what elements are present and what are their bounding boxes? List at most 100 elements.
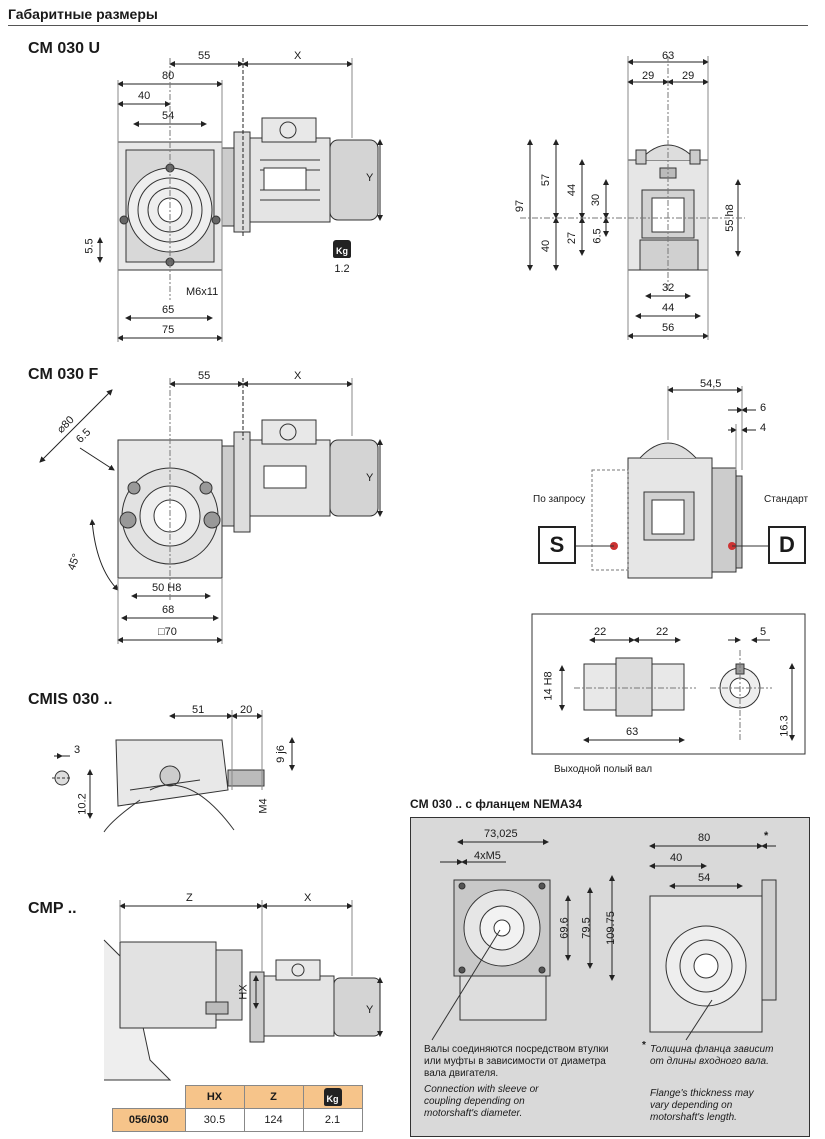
table-cell-hx: 30.5 xyxy=(184,1108,245,1132)
dim-label: 32 xyxy=(662,282,675,294)
spec-table: HX Z Kg 056/030 30.5 124 2.1 xyxy=(112,1085,363,1132)
dim-label: 27 xyxy=(566,231,579,245)
dim-label: 80 xyxy=(698,832,711,844)
nema-note-en: Connection with sleeve or coupling depen… xyxy=(424,1084,539,1119)
dim-label: Z xyxy=(186,892,193,904)
dim-label: Y xyxy=(366,1004,374,1016)
dim-label: 20 xyxy=(240,704,253,716)
page-title: Габаритные размеры xyxy=(8,6,158,22)
dim-label: 55 xyxy=(198,370,211,382)
note-star: * xyxy=(642,1040,646,1051)
cmis-drawing xyxy=(52,739,265,833)
dim-label: 29 xyxy=(642,70,655,82)
dim-label: 69.6 xyxy=(558,917,571,939)
section-title-cmis: CMIS 030 .. xyxy=(28,691,113,708)
dim-label: 75 xyxy=(162,324,175,336)
table-header-weight: Kg xyxy=(302,1085,363,1109)
sd-view xyxy=(574,442,768,579)
dim-label: 30 xyxy=(590,193,603,207)
section-title-cmp: CMP .. xyxy=(28,900,77,917)
dim-label: 55 xyxy=(198,50,211,62)
table-header-row: HX Z Kg xyxy=(112,1085,363,1109)
cmp-drawing xyxy=(103,939,381,1081)
dim-label: Y xyxy=(366,472,374,484)
table-cell-kg: 2.1 xyxy=(302,1108,363,1132)
dim-label: X xyxy=(294,370,302,382)
dim-label: 4xM5 xyxy=(474,850,501,862)
dim-label: 40 xyxy=(540,239,553,253)
dim-label: 63 xyxy=(626,726,639,738)
nema-note-ru2: Толщина фланца зависит от длины входного… xyxy=(650,1044,774,1067)
cm030u-dimensions xyxy=(97,58,383,342)
dim-label: M4 xyxy=(257,798,270,814)
s-badge: S xyxy=(538,526,576,564)
dim-label: □70 xyxy=(158,626,177,638)
dim-label: 6.5 xyxy=(591,228,604,244)
dim-label: 56 xyxy=(662,322,675,334)
sd-dimensions xyxy=(667,386,756,470)
dim-label: 54 xyxy=(162,110,175,122)
dim-label: 68 xyxy=(162,604,175,616)
nema-note-en2: Flange's thickness may vary depending on… xyxy=(650,1088,754,1123)
dim-label: X xyxy=(304,892,312,904)
dim-label: 97 xyxy=(514,199,527,213)
standard-label: Стандарт xyxy=(764,494,809,505)
weight-badge-cm030u: Kg 1.2 xyxy=(333,240,351,275)
cm030f-dimensions xyxy=(39,378,383,644)
dim-label: 5.5 xyxy=(83,238,96,254)
table-corner xyxy=(112,1085,185,1109)
section-title-cm030u: CM 030 U xyxy=(28,40,101,57)
kg-icon: Kg xyxy=(323,1088,342,1106)
hollow-shaft-dimensions xyxy=(559,637,795,743)
dim-label: 40 xyxy=(138,90,151,102)
dim-label: Y xyxy=(366,172,374,184)
dim-label: 65 xyxy=(162,304,175,316)
dim-label: 57 xyxy=(540,173,553,187)
dim-label: 40 xyxy=(670,852,683,864)
on-request-label: По запросу xyxy=(533,494,586,505)
dim-label: 50 H8 xyxy=(152,582,182,594)
table-row: 056/030 30.5 124 2.1 xyxy=(112,1108,363,1132)
dim-label: 3 xyxy=(74,744,81,756)
dim-label: 16.3 xyxy=(778,715,791,737)
dim-label: 29 xyxy=(682,70,695,82)
dim-label: 54,5 xyxy=(700,378,722,390)
dim-label: X xyxy=(294,50,302,62)
dim-label: 5 xyxy=(760,626,767,638)
cmis-dimensions xyxy=(54,710,295,819)
dim-label: 22 xyxy=(594,626,607,638)
dim-label: 54 xyxy=(698,872,711,884)
dim-label: 63 xyxy=(662,50,675,62)
table-cell-name: 056/030 xyxy=(112,1108,186,1132)
nema-note-ru: Валы соединяются посредством втулки или … xyxy=(424,1044,609,1079)
dim-label: 4 xyxy=(760,422,767,434)
dim-label: 80 xyxy=(162,70,175,82)
d-badge: D xyxy=(768,526,806,564)
dim-label: 109.75 xyxy=(604,911,617,945)
hollow-shaft-drawing xyxy=(574,650,772,740)
dim-label: 44 xyxy=(662,302,675,314)
title-divider xyxy=(8,25,808,26)
dim-label: 9 j6 xyxy=(274,745,287,763)
dim-label: 6 xyxy=(760,402,767,414)
dim-label: 55 h8 xyxy=(723,204,736,232)
dim-label: HX xyxy=(237,984,250,1000)
dim-label: * xyxy=(764,830,769,842)
side-dimensions xyxy=(520,56,745,340)
section-title-nema: CM 030 .. с фланцем NEMA34 xyxy=(410,797,582,811)
table-cell-z: 124 xyxy=(243,1108,304,1132)
dim-label: 73,025 xyxy=(484,828,518,840)
kg-icon: Kg xyxy=(333,240,351,258)
table-header-hx: HX xyxy=(184,1085,245,1109)
dim-label: 22 xyxy=(656,626,669,638)
dim-label: 51 xyxy=(192,704,205,716)
hollow-shaft-caption: Выходной полый вал xyxy=(554,764,653,775)
dim-label: M6x11 xyxy=(186,286,219,298)
dim-label: 44 xyxy=(566,183,579,197)
section-title-cm030f: CM 030 F xyxy=(28,366,99,383)
dim-label: 79.5 xyxy=(580,917,593,939)
cmp-dimensions xyxy=(119,900,383,1037)
dim-label: 10.2 xyxy=(76,793,89,815)
